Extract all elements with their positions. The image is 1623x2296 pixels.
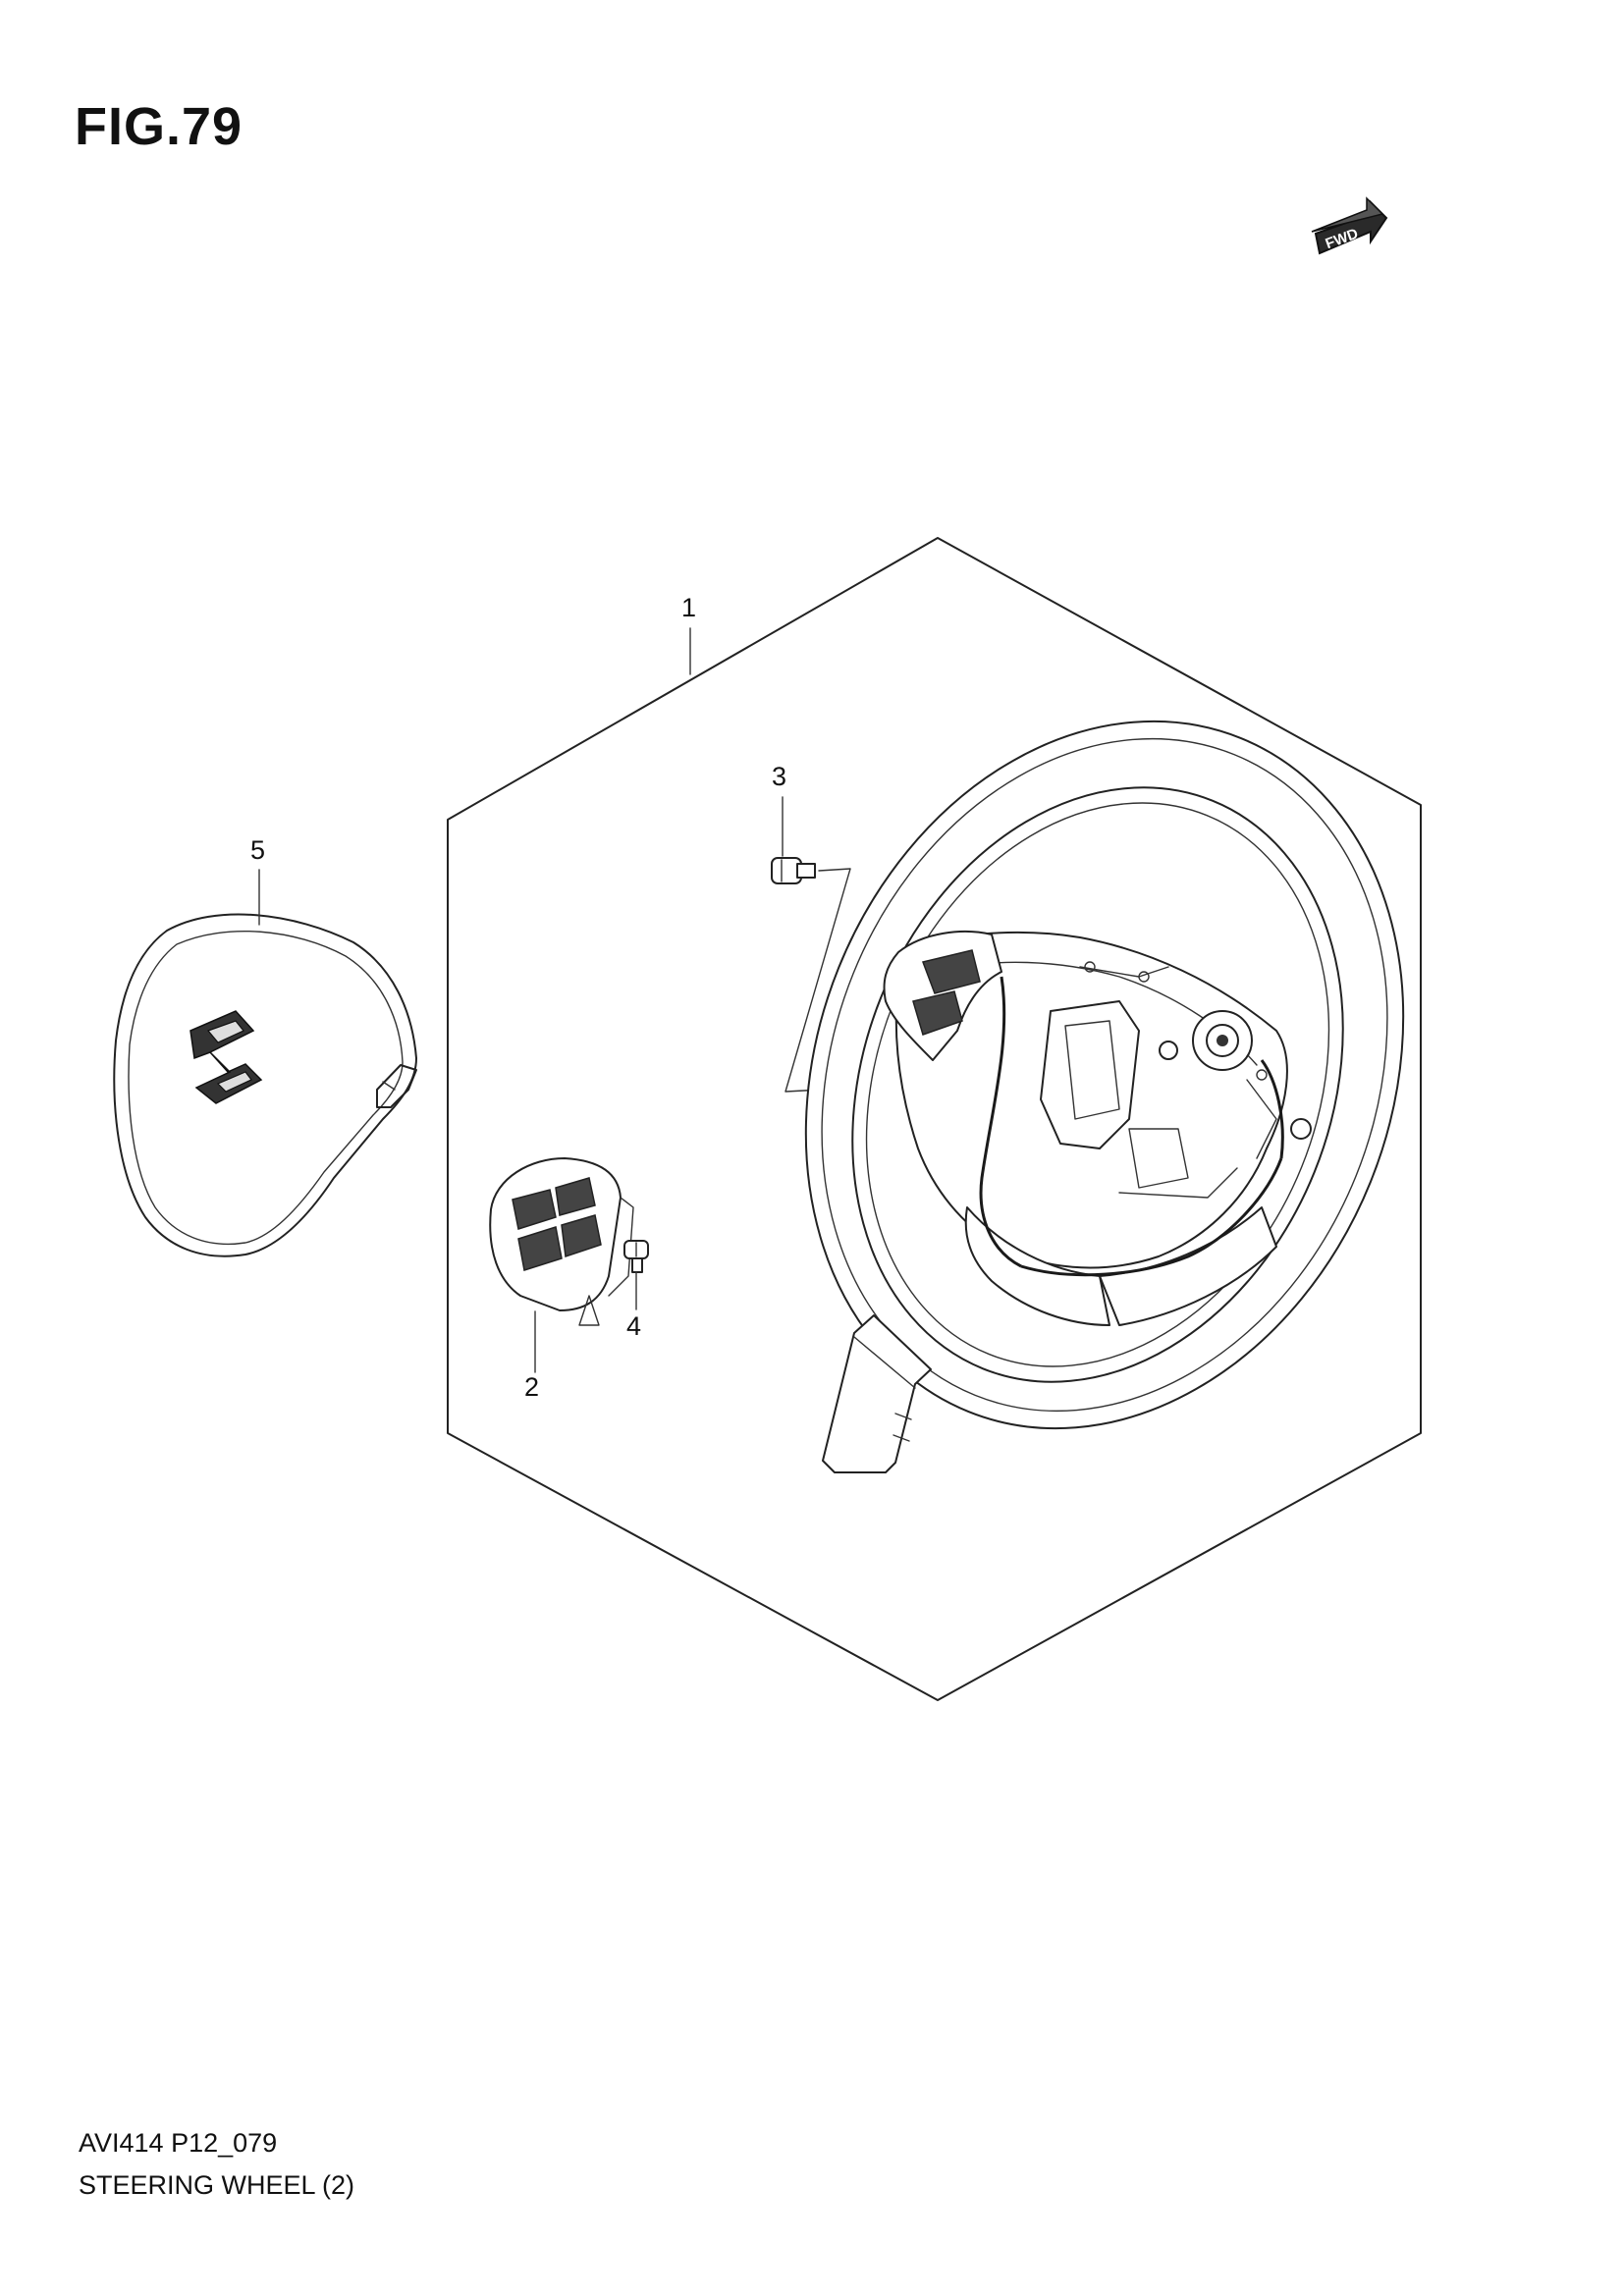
- callout-3: 3: [772, 762, 786, 791]
- airbag-cover-icon: [113, 913, 417, 1257]
- fwd-arrow-icon: FWD: [1311, 196, 1388, 255]
- callout-1: 1: [681, 593, 696, 622]
- screw-icon: [771, 857, 816, 884]
- figure-name: STEERING WHEEL (2): [79, 2170, 355, 2200]
- lower-cover-icon: [822, 1314, 932, 1473]
- figure-title: FIG.79: [75, 97, 243, 156]
- switch-assembly-icon: [489, 1157, 634, 1326]
- steering-wheel-icon: [804, 720, 1405, 1430]
- assembly-boundary-hexagon: [447, 537, 1422, 1701]
- callout-5: 5: [250, 835, 265, 865]
- callout-2: 2: [524, 1372, 539, 1402]
- screw-icon: [623, 1240, 649, 1273]
- install-guide-line: [784, 868, 851, 1093]
- callout-4: 4: [626, 1311, 641, 1341]
- brand-emblem: [189, 1010, 263, 1104]
- figure-code: AVI414 P12_079: [79, 2128, 278, 2158]
